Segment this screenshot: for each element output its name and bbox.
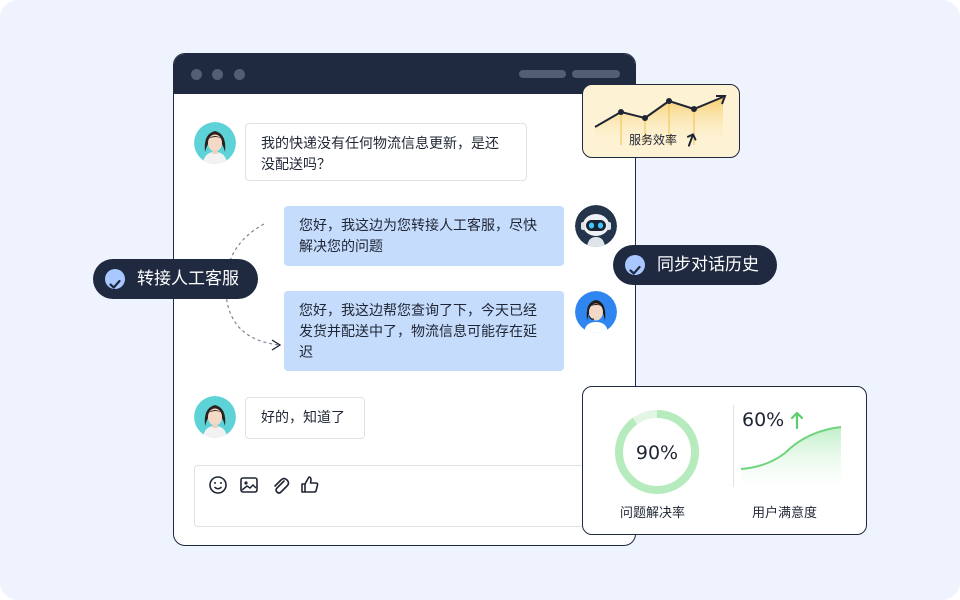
window-dot xyxy=(212,69,223,80)
stats-divider xyxy=(733,405,734,487)
efficiency-label: 服务效率 xyxy=(629,133,678,147)
window-pill xyxy=(519,70,566,78)
tag-label: 转接人工客服 xyxy=(137,269,239,289)
check-icon xyxy=(625,255,645,275)
window-dot xyxy=(191,69,202,80)
customer-avatar xyxy=(194,396,236,438)
agent-avatar xyxy=(575,291,617,333)
service-efficiency-card: 服务效率 xyxy=(582,84,740,158)
emoji-icon[interactable] xyxy=(207,474,229,496)
satisfaction-value: 60% xyxy=(742,409,785,431)
check-icon xyxy=(105,269,125,289)
stats-card: 90% 问题解决率 60% 用户满意度 xyxy=(582,386,867,535)
resolution-rate-value: 90% xyxy=(636,442,678,464)
customer-avatar xyxy=(194,122,236,164)
message-input[interactable] xyxy=(194,465,594,527)
tag-label: 同步对话历史 xyxy=(657,255,759,275)
thumbs-up-icon[interactable] xyxy=(299,474,321,496)
message-bubble-customer: 好的，知道了 xyxy=(245,397,365,439)
resolution-rate-label: 问题解决率 xyxy=(620,506,686,521)
arrow-up-icon xyxy=(686,133,697,147)
window-titlebar xyxy=(174,54,635,94)
satisfaction-trend-chart xyxy=(740,426,842,483)
satisfaction-label: 用户满意度 xyxy=(752,506,818,521)
image-icon[interactable] xyxy=(238,474,260,496)
attachment-icon[interactable] xyxy=(269,474,291,496)
message-bubble-agent: 您好，我这边帮您查询了下，今天已经发货并配送中了，物流信息可能存在延迟 xyxy=(284,291,564,371)
arrow-up-icon xyxy=(790,411,804,430)
window-pill xyxy=(572,70,620,78)
bot-avatar xyxy=(575,205,617,247)
resolution-rate-ring: 90% xyxy=(615,410,699,494)
message-bubble-customer: 我的快递没有任何物流信息更新，是还没配送吗？ xyxy=(245,123,527,181)
window-dot xyxy=(234,69,245,80)
tag-transfer-to-human: 转接人工客服 xyxy=(93,259,258,299)
efficiency-trend-chart xyxy=(594,95,727,145)
chat-window: 我的快递没有任何物流信息更新，是还没配送吗？ 您好，我这边为您转接人工客服，尽快… xyxy=(173,53,636,546)
tag-sync-history: 同步对话历史 xyxy=(613,245,777,285)
message-bubble-bot: 您好，我这边为您转接人工客服，尽快解决您的问题 xyxy=(284,206,564,266)
